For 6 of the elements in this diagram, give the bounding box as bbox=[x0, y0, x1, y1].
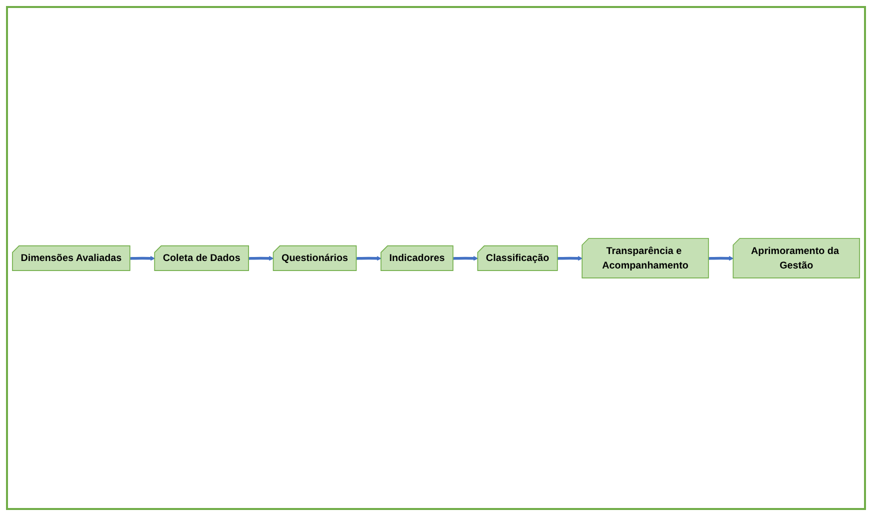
arrow bbox=[248, 256, 274, 261]
arrow bbox=[130, 256, 156, 261]
arrow bbox=[356, 256, 382, 261]
arrow bbox=[558, 256, 583, 261]
arrow bbox=[708, 256, 734, 261]
arrow bbox=[453, 256, 478, 261]
